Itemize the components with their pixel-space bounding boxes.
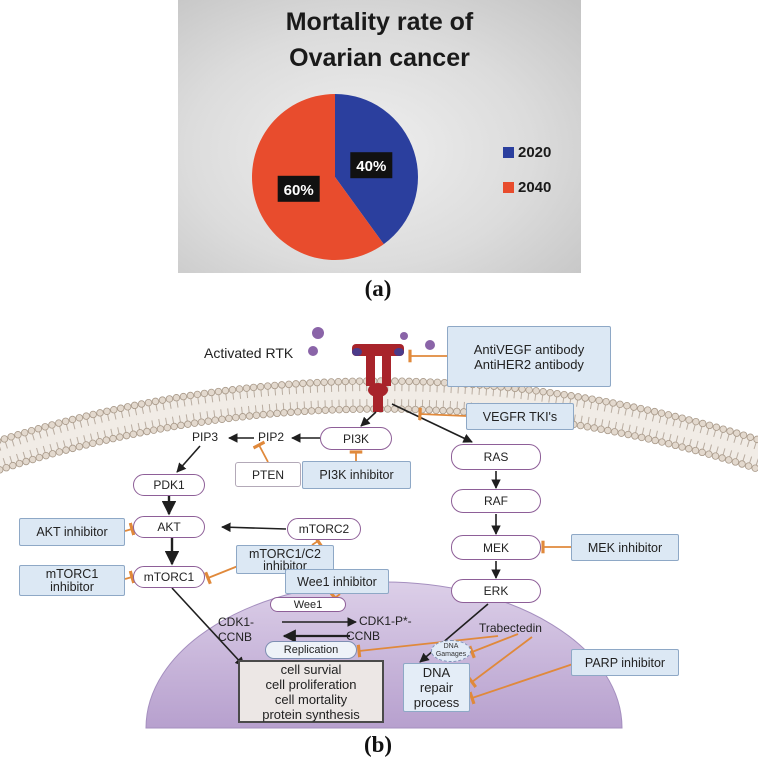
node-ras: RAS <box>451 444 541 470</box>
node-wee1: Wee1 <box>270 597 346 612</box>
akt-inhibitor-box: AKT inhibitor <box>19 518 125 546</box>
ligand <box>308 346 318 356</box>
cdk1-ccnb-line-1: CDK1- <box>218 615 255 629</box>
inhibit-trabectedin-replication <box>356 635 499 658</box>
ligand <box>425 340 435 350</box>
ligand <box>400 332 408 340</box>
mtorc1-c2-inhibitor-line-1: mTORC1/C2 <box>248 546 321 561</box>
parp-inhibitor-box: PARP inhibitor <box>571 649 679 676</box>
dna-damage-badge: DNA Gamages <box>431 640 471 662</box>
pi3k-inhibitor-box: PI3K inhibitor <box>302 461 411 489</box>
legend-item-2040: 2040 <box>503 178 551 196</box>
panel-a-label: (a) <box>364 276 392 301</box>
antibody-inhibitor-box: AntiVEGF antibody AntiHER2 antibody <box>447 326 611 387</box>
inhibit-parp-dna-repair <box>468 663 574 705</box>
node-mtorc2: mTORC2 <box>287 518 361 540</box>
dna-damage-line-2: Gamages <box>435 651 467 658</box>
node-pi3k: PI3K <box>320 427 392 450</box>
pie-value-label-2020: 40% <box>350 152 393 179</box>
node-erk: ERK <box>451 579 541 603</box>
pie-chart: 40% 60% <box>251 94 418 261</box>
node-pdk1: PDK1 <box>133 474 205 496</box>
vegfr-tki-box: VEGFR TKI's <box>466 403 574 430</box>
chart-title-line-2: Ovarian cancer <box>289 44 470 72</box>
ligands <box>308 327 435 356</box>
cdk1-p-ccnb-line-2: CCNB <box>346 629 381 643</box>
inhibit-mtorc1c2-mtorc2 <box>311 534 323 548</box>
mtorc1-inhibitor-line-1: mTORC1 <box>45 566 99 581</box>
chart-title: Mortality rate of Ovarian cancer <box>178 4 581 76</box>
arrow-rtk-to-ras <box>391 403 473 443</box>
node-pip3: PIP3 <box>192 430 219 444</box>
antivegf-antibody-label: AntiVEGF antibody <box>473 341 585 357</box>
panel-b-label: (b) <box>363 732 393 757</box>
cell-outcome-mortality: cell mortality <box>274 691 348 707</box>
inhibit-vegfr-tki-rtk <box>418 407 467 421</box>
node-replication: Replication <box>265 641 357 659</box>
inhibit-akt <box>124 522 136 536</box>
pie-value-text-2020: 40% <box>356 158 386 175</box>
node-pip2: PIP2 <box>258 430 285 444</box>
receptor-tyrosine-kinase <box>352 344 404 412</box>
cdk1-ccnb-label: CDK1- CCNB <box>218 615 254 645</box>
cdk1-p-ccnb-line-1: CDK1-P*- <box>359 614 412 628</box>
pie-value-label-2040: 60% <box>277 175 320 202</box>
legend-swatch-2020 <box>503 146 514 158</box>
cell-outcome-proliferation: cell proliferation <box>265 676 357 692</box>
arrow-pip3-to-pdk1 <box>176 445 201 473</box>
wee1-inhibitor-box: Wee1 inhibitor <box>285 569 389 594</box>
cdk1-ccnb-line-2: CCNB <box>218 630 253 644</box>
cell-outcome-survival: cell survial <box>280 661 342 677</box>
antiher2-antibody-label: AntiHER2 antibody <box>474 356 584 372</box>
inhibit-pten-pip3 <box>252 440 269 463</box>
mtorc1-inhibitor-line-2: inhibitor <box>50 579 94 594</box>
arrow-mtorc1-to-cell-outcomes <box>171 587 245 667</box>
pie-value-text-2040: 60% <box>284 182 314 199</box>
mtorc1-c2-inhibitor-line-2: inhibitor <box>263 558 307 573</box>
legend-swatch-2040 <box>503 181 514 193</box>
node-raf: RAF <box>451 489 541 513</box>
inhibit-trabectedin-dna-damage <box>468 633 519 659</box>
node-mtorc1: mTORC1 <box>133 566 205 588</box>
dna-damage-line-1: DNA <box>443 643 459 650</box>
arrow-mtorc2-to-akt <box>221 522 287 533</box>
trabectedin-label: Trabectedin <box>479 621 542 635</box>
dna-repair-line-1: DNA <box>422 665 451 680</box>
cell-outcomes-box: cell survial cell proliferation cell mor… <box>238 660 384 723</box>
activated-rtk-label: Activated RTK <box>204 345 294 361</box>
mtorc1-inhibitor-box: mTORC1 inhibitor <box>19 565 125 596</box>
inhibit-mtorc1 <box>124 570 136 584</box>
dna-repair-line-3: process <box>413 695 460 710</box>
inhibit-mtorc1c2-mtorc1 <box>204 565 239 585</box>
node-akt: AKT <box>133 516 205 538</box>
legend-label-2020: 2020 <box>518 143 552 161</box>
legend-label-2040: 2040 <box>518 178 552 196</box>
legend-item-2020: 2020 <box>503 143 551 161</box>
node-mek: MEK <box>451 535 541 560</box>
cell-outcome-protein-synthesis: protein synthesis <box>262 706 360 722</box>
node-pten: PTEN <box>235 462 301 487</box>
dna-repair-line-2: repair <box>419 680 454 695</box>
dna-repair-box: DNA repair process <box>403 663 470 712</box>
mek-inhibitor-box: MEK inhibitor <box>571 534 679 561</box>
arrow-rtk-to-pi3k <box>360 411 377 427</box>
nucleus <box>145 581 623 729</box>
inhibit-trabectedin-dna-repair <box>466 636 533 688</box>
chart-title-line-1: Mortality rate of <box>285 8 474 36</box>
ligand <box>312 327 324 339</box>
